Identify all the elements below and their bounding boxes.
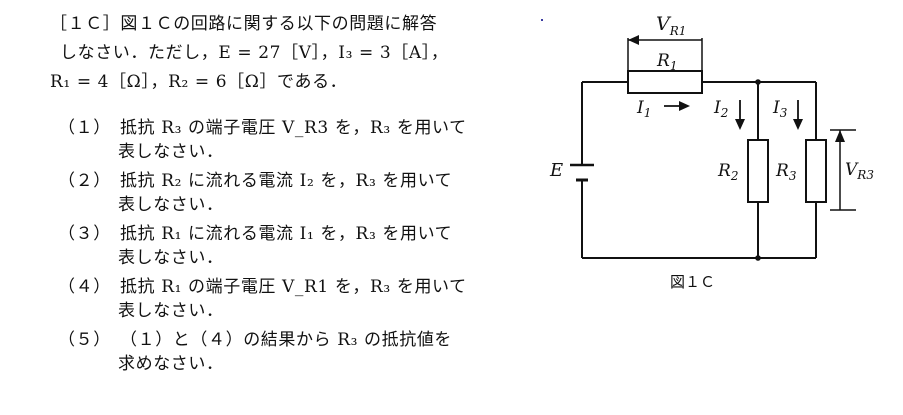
question-item: （２） 抵抗 R₂ に流れる電流 I₂ を，R₃ を用いて 表しなさい． <box>58 169 528 217</box>
label-vr3: VR3 <box>845 160 874 182</box>
intro-line-2: しなさい．ただし，E = 27［V］，I₃ = 3［A］， <box>60 43 449 63</box>
resistor-r3 <box>805 139 827 203</box>
question-text-cont: 表しなさい． <box>118 301 224 321</box>
stray-dot <box>541 19 543 21</box>
question-text: （１）と（４）の結果から R₃ の抵抗値を <box>120 330 453 350</box>
i1-arrowhead <box>679 101 690 111</box>
question-text: 抵抗 R₁ に流れる電流 I₁ を，R₃ を用いて <box>120 224 453 244</box>
question-list: （１） 抵抗 R₃ の端子電圧 V_R3 を，R₃ を用いて 表しなさい． （２）… <box>58 116 528 381</box>
resistor-r1 <box>627 70 703 94</box>
i2-arrowhead <box>735 119 745 130</box>
question-number: （２） <box>58 171 111 191</box>
label-r3: R3 <box>775 161 797 183</box>
question-text: 抵抗 R₁ の端子電圧 V_R1 を，R₃ を用いて <box>120 277 467 297</box>
label-vr1: VR1 <box>656 13 686 38</box>
question-item: （１） 抵抗 R₃ の端子電圧 V_R3 を，R₃ を用いて 表しなさい． <box>58 116 528 164</box>
circuit-diagram: VR1 R1 I1 I2 I3 E R2 R3 VR3 図１Ｃ <box>549 13 874 291</box>
resistor-r2 <box>747 139 769 203</box>
question-text-cont: 表しなさい． <box>118 248 224 268</box>
label-i2: I2 <box>713 98 728 120</box>
junction-bottom <box>755 255 761 261</box>
label-r1: R1 <box>656 51 677 73</box>
intro-line-1: ［１Ｃ］図１Ｃの回路に関する以下の問題に解答 <box>50 14 438 34</box>
figure-caption: 図１Ｃ <box>670 273 715 291</box>
junction-top <box>755 79 761 85</box>
question-item: （４） 抵抗 R₁ の端子電圧 V_R1 を，R₃ を用いて 表しなさい． <box>58 275 528 323</box>
question-text-cont: 表しなさい． <box>118 195 224 215</box>
question-text-cont: 求めなさい． <box>118 354 224 374</box>
i3-arrowhead <box>793 119 803 130</box>
question-number: （５） <box>58 330 111 350</box>
question-number: （３） <box>58 224 111 244</box>
intro-line-3: R₁ = 4［Ω］，R₂ = 6［Ω］である． <box>50 72 348 92</box>
vr3-arrowhead <box>835 130 845 142</box>
vr1-arrowhead <box>628 35 639 45</box>
question-number: （１） <box>58 118 111 138</box>
question-text: 抵抗 R₂ に流れる電流 I₂ を，R₃ を用いて <box>120 171 453 191</box>
problem-intro: ［１Ｃ］図１Ｃの回路に関する以下の問題に解答 しなさい．ただし，E = 27［V… <box>50 10 520 97</box>
question-number: （４） <box>58 277 111 297</box>
label-i1: I1 <box>636 98 651 120</box>
label-i3: I3 <box>772 98 788 120</box>
label-r2: R2 <box>717 161 738 183</box>
question-text-cont: 表しなさい． <box>118 142 224 162</box>
label-e: E <box>549 160 563 181</box>
question-text: 抵抗 R₃ の端子電圧 V_R3 を，R₃ を用いて <box>120 118 467 138</box>
question-item: （５） （１）と（４）の結果から R₃ の抵抗値を 求めなさい． <box>58 328 528 376</box>
question-item: （３） 抵抗 R₁ に流れる電流 I₁ を，R₃ を用いて 表しなさい． <box>58 222 528 270</box>
